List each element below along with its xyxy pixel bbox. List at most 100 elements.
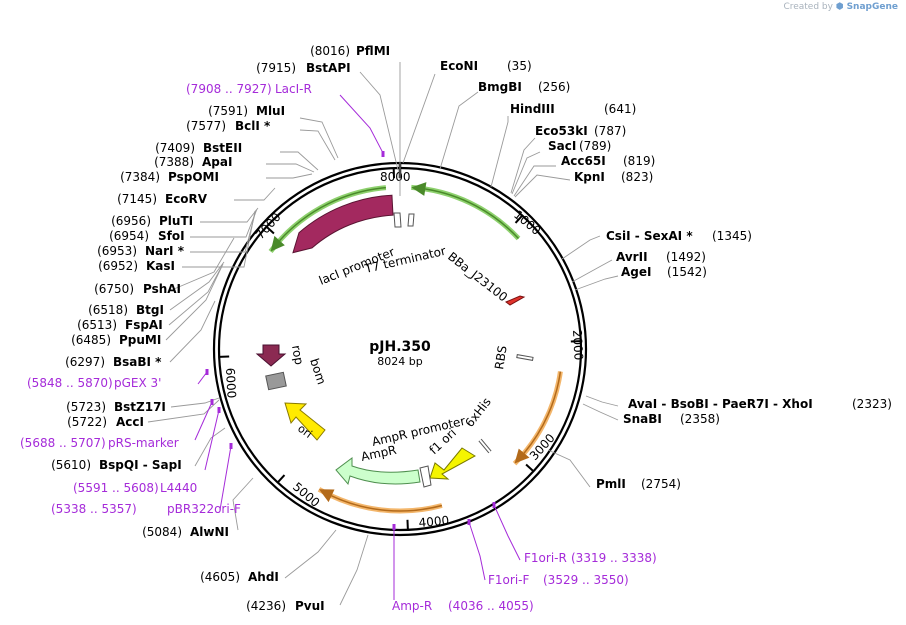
enzyme-leader	[280, 151, 319, 171]
enzyme-leader	[266, 173, 313, 179]
primer-leader	[468, 521, 486, 581]
enzyme-position: (6750)	[94, 282, 134, 296]
enzyme-leader	[147, 399, 220, 423]
enzyme-name: BstEII	[203, 141, 242, 155]
primer-name: pRS-marker	[108, 436, 179, 450]
primer-name: pBR322ori-F	[167, 502, 241, 516]
tick-mark	[265, 225, 275, 235]
enzyme-position: (5084)	[142, 525, 182, 539]
enzyme-position: (256)	[538, 80, 570, 94]
enzyme-name: BsaBI *	[113, 355, 162, 369]
lacI-label: lacI	[333, 230, 356, 249]
enzyme-name: SacI	[548, 139, 576, 153]
enzyme-name: PmlI	[596, 477, 626, 491]
enzyme-position: (6513)	[77, 318, 117, 332]
enzyme-position: (6485)	[71, 333, 111, 347]
tick-label: 4000	[418, 513, 450, 530]
enzyme-leader	[339, 534, 369, 606]
primer-range: (4036 .. 4055)	[448, 599, 534, 613]
enzyme-leader	[582, 403, 619, 421]
enzyme-position: (6952)	[98, 259, 138, 273]
leader-layer	[147, 62, 619, 606]
primer-leader	[219, 445, 232, 511]
enzyme-name: BstAPI	[306, 61, 351, 75]
enzyme-name: KpnI	[574, 170, 605, 184]
tick-mark	[514, 214, 524, 224]
enzyme-leader	[173, 237, 235, 290]
enzyme-position: (823)	[621, 170, 653, 184]
orange-orf-arrow-head	[514, 448, 530, 464]
enzyme-leader	[200, 207, 259, 223]
primer-range: (7908 .. 7927)	[186, 82, 272, 96]
t7-terminator-feature	[407, 213, 415, 227]
enzyme-position: (7388)	[154, 155, 194, 169]
tick-label: 6000	[223, 367, 239, 398]
enzyme-position: (2358)	[680, 412, 720, 426]
bba-j23100-feature	[505, 295, 526, 306]
enzyme-name: BstZ17I	[114, 400, 166, 414]
enzyme-name: AlwNI	[190, 525, 229, 539]
green-orf-arrow-head	[411, 182, 427, 196]
orange-orf2-arrow-head	[319, 489, 335, 503]
primer-binding-mark	[467, 519, 471, 525]
enzyme-position: (35)	[507, 59, 532, 73]
lacI-feature	[292, 194, 394, 254]
enzyme-name: KasI	[146, 259, 175, 273]
enzyme-name: EcoRV	[165, 192, 208, 206]
enzyme-leader	[170, 397, 220, 408]
enzyme-name: CsiI - SexAI *	[606, 229, 693, 243]
enzyme-name: AvrII	[616, 250, 648, 264]
plasmid-name: pJH.350	[369, 339, 431, 355]
enzyme-position: (2754)	[641, 477, 681, 491]
enzyme-leader	[232, 477, 254, 531]
lacI-orf-arrow-head	[270, 235, 285, 252]
primer-name: L4440	[160, 481, 197, 495]
primer-name: F1ori-F	[488, 573, 529, 587]
enzyme-position: (4236)	[246, 599, 286, 613]
enzyme-name: AhdI	[248, 570, 279, 584]
enzyme-position: (819)	[623, 154, 655, 168]
f1-ori-feature	[429, 447, 476, 480]
primer-name: Amp-R	[392, 599, 432, 613]
ampr-feature	[335, 457, 421, 486]
bom-label: bom	[307, 357, 329, 387]
his-tag-label: 6xHis	[462, 395, 494, 430]
enzyme-position: (6954)	[109, 229, 149, 243]
enzyme-position: (6518)	[88, 303, 128, 317]
tick-label: 8000	[380, 170, 411, 184]
enzyme-name: PflMI	[356, 44, 390, 58]
primer-binding-mark	[205, 369, 209, 375]
enzyme-leader	[194, 427, 226, 467]
enzyme-leader	[510, 137, 536, 194]
orange-orf2-halo	[317, 487, 443, 514]
enzyme-position: (8016)	[310, 44, 350, 58]
enzyme-leader	[165, 265, 223, 341]
enzyme-position: (1542)	[667, 265, 707, 279]
enzyme-name: Acc65I	[561, 154, 606, 168]
enzyme-position: (1345)	[712, 229, 752, 243]
enzyme-leader	[490, 116, 509, 188]
enzyme-leader	[299, 129, 336, 161]
snapgene-credit: Created by ⬢ SnapGene	[783, 2, 898, 12]
enzyme-name: HindIII	[510, 102, 555, 116]
ori-feature	[284, 402, 326, 441]
enzyme-name: PspOMI	[168, 170, 219, 184]
green-orf-halo	[411, 184, 521, 241]
plasmid-length: 8024 bp	[377, 355, 422, 368]
orange-orf-arrow	[523, 371, 562, 454]
enzyme-name: FspAI	[125, 318, 163, 332]
primer-leader	[493, 504, 521, 561]
enzyme-position: (2323)	[852, 397, 892, 411]
green-orf-arrow	[425, 188, 520, 240]
primer-range: (5338 .. 5357)	[51, 502, 137, 516]
enzyme-leader	[182, 210, 256, 268]
enzyme-position: (7915)	[256, 61, 296, 75]
enzyme-name: BtgI	[136, 303, 164, 317]
primer-name: F1ori-R	[524, 551, 567, 565]
enzyme-name: PpuMI	[119, 333, 161, 347]
T7-terminator-label: T7 terminator	[363, 244, 448, 276]
primer-name: LacI-R	[275, 82, 312, 96]
credit-brand: SnapGene	[846, 2, 898, 12]
enzyme-name: MluI	[256, 104, 285, 118]
